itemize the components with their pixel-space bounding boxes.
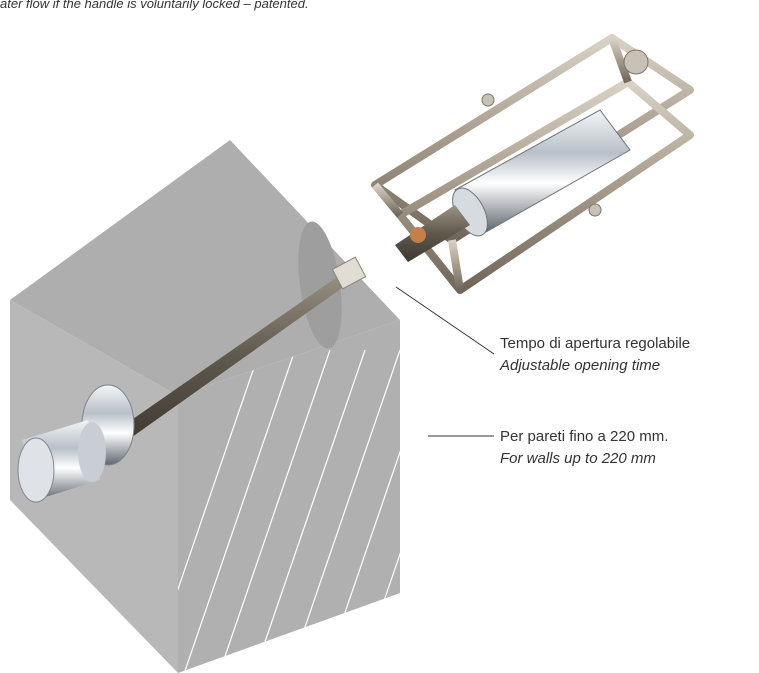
valve-cartridge (395, 109, 631, 262)
wall-flange-disc (298, 221, 342, 349)
callout-wall-thickness-it: Per pareti fino a 220 mm. (500, 428, 669, 445)
wall-top-face (10, 140, 400, 396)
leader-line-opening-time (395, 286, 495, 355)
callout-wall-thickness: Per pareti fino a 220 mm. For walls up t… (500, 426, 668, 470)
mounting-bracket (371, 34, 694, 294)
extension-rod (110, 268, 356, 447)
hex-nut (331, 256, 367, 290)
push-button-knob (17, 384, 135, 503)
wall-left-face (10, 300, 178, 673)
wall-block (10, 140, 400, 673)
top-note: ater flow if the handle is voluntarily l… (0, 0, 309, 11)
callout-opening-time-it: Tempo di apertura regolabile (500, 335, 691, 352)
bracket-screws (481, 49, 649, 217)
callout-wall-thickness-en: For walls up to 220 mm (500, 450, 656, 467)
callout-opening-time-en: Adjustable opening time (500, 357, 661, 374)
callout-opening-time: Tempo di apertura regolabile Adjustable … (500, 333, 690, 377)
